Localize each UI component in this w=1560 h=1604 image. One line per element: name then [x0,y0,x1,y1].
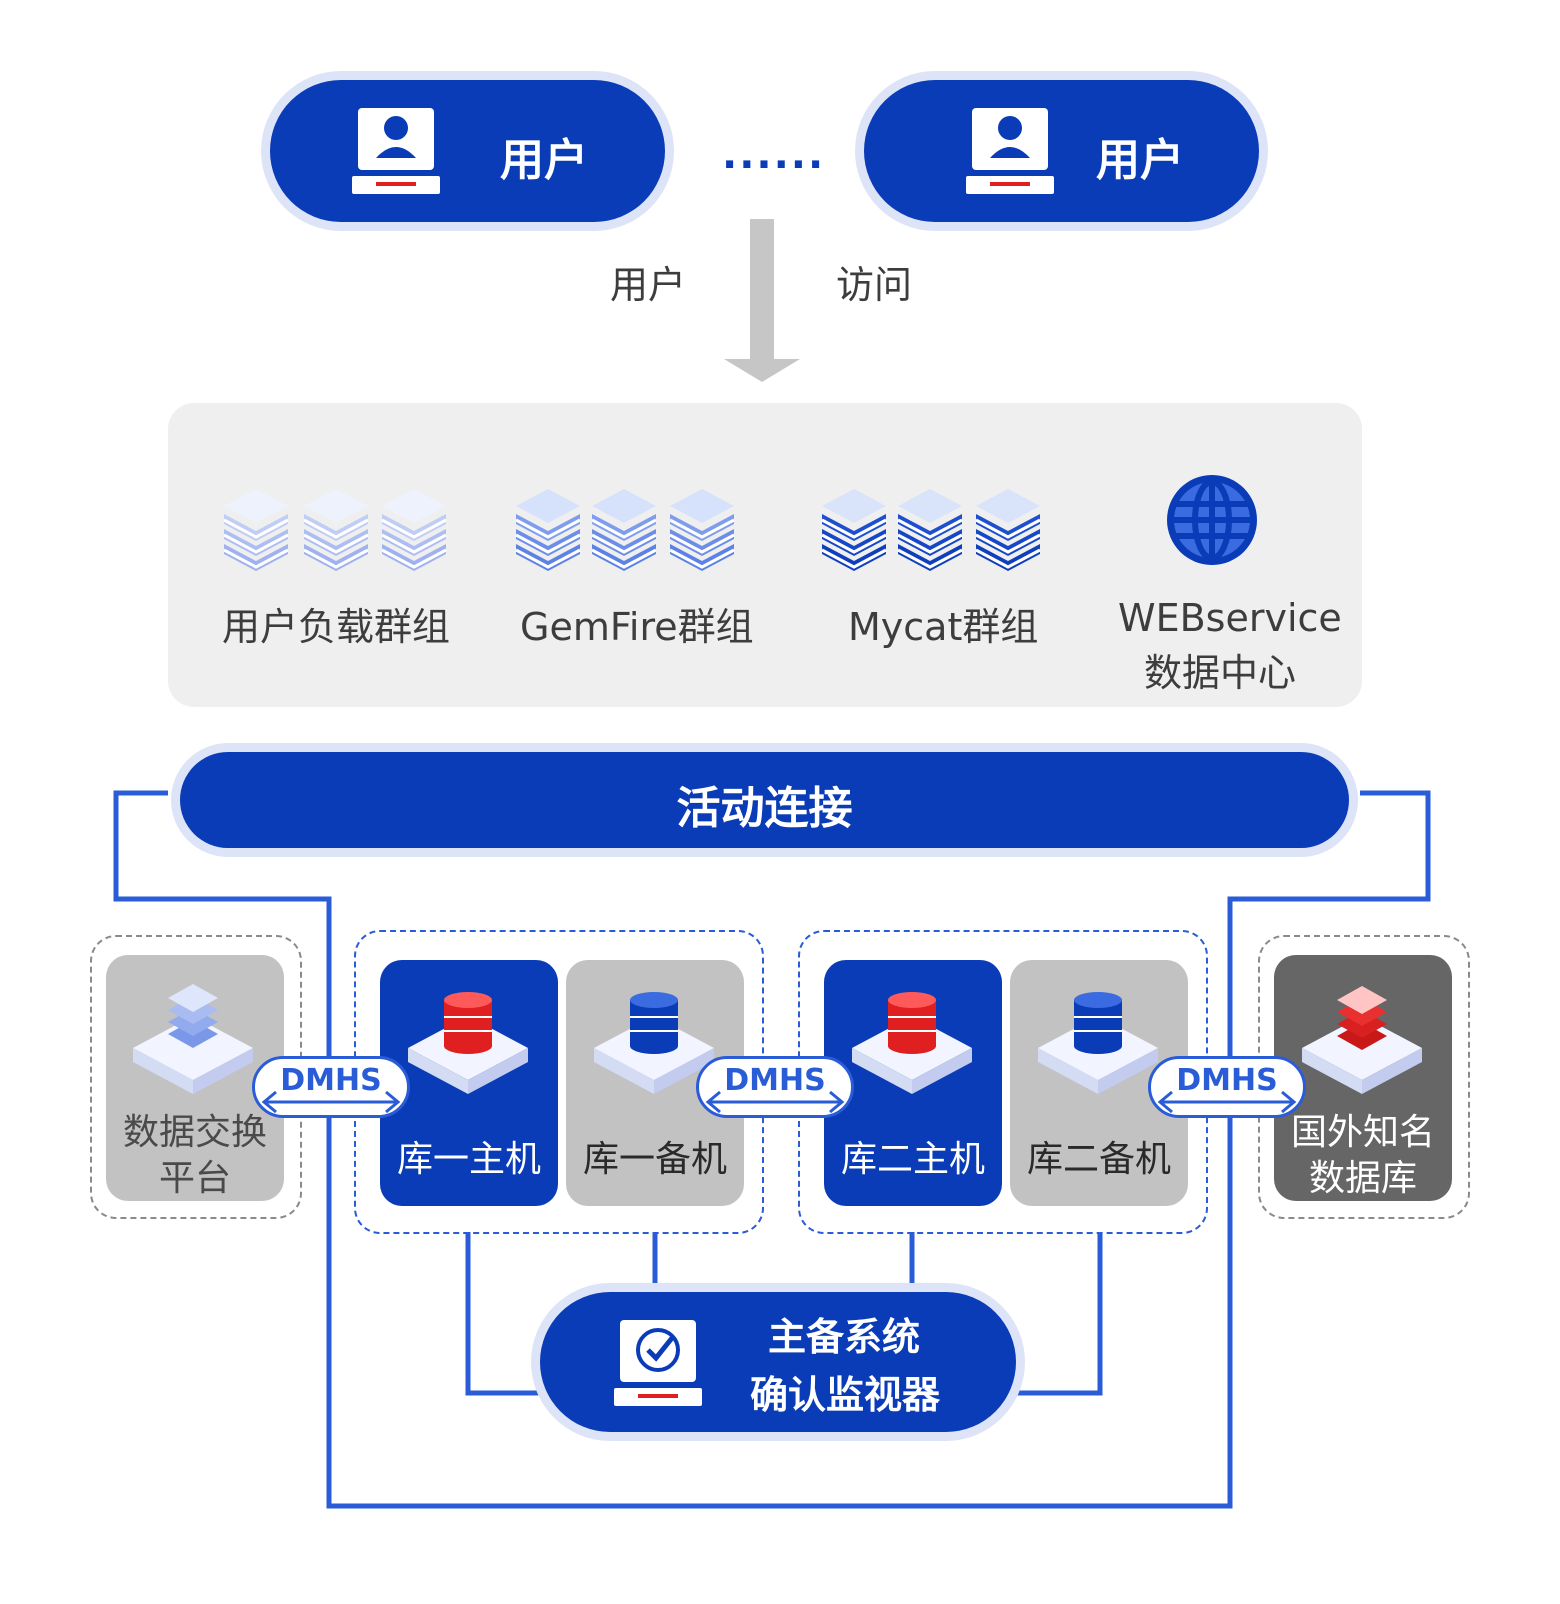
foreign-database-label-line1: 国外知名 [1290,1112,1435,1153]
cluster-label-datacenter: 数据中心 [1144,651,1297,695]
user-terminal-icon [352,108,440,194]
db1-primary-label: 库一主机 [396,1139,541,1180]
active-connection-bar[interactable]: 活动连接 [180,752,1349,848]
cluster-label-gemfire: GemFire群组 [520,605,754,649]
database-red-icon [888,992,936,1054]
stack-layers-icon [669,489,735,571]
access-text-right: 访问 [836,263,913,307]
user-label-right: 用户 [1096,135,1184,186]
outer-connection-line [113,790,1431,1509]
stack-layers-icon [821,489,887,571]
user-terminal-icon [966,108,1054,194]
cluster-label-user-load: 用户负载群组 [222,605,451,649]
foreign-stack-icon [1337,986,1387,1050]
foreign-database-label-line2: 数据库 [1308,1158,1417,1199]
monitor-pill[interactable]: 主备系统 确认监视器 [540,1292,1016,1432]
cluster-panel [168,403,1362,707]
database-blue-icon [630,992,678,1054]
platform-icon [1302,1016,1422,1094]
monitor-connection-line-right [1010,1232,1103,1396]
access-text-left: 用户 [610,263,687,307]
access-arrow-head [724,359,800,382]
stack-layers-icon [381,489,447,571]
cluster-label-mycat: Mycat群组 [848,605,1039,649]
dmhs-link-left[interactable]: DMHS [252,1056,410,1118]
monitor-label-line1: 主备系统 [768,1315,921,1359]
stack-layers-icon [303,489,369,571]
db2-backup-label: 库二备机 [1026,1139,1171,1180]
access-arrow-shaft [750,219,774,359]
platform-icon [133,1016,253,1094]
stack-layers-icon [515,489,581,571]
checkmark-monitor-icon [614,1320,702,1406]
database-blue-icon [1074,992,1122,1054]
stack-layers-icon [591,489,657,571]
monitor-connection-line-left [465,1232,545,1396]
db2-primary-label: 库二主机 [840,1139,985,1180]
user-label-left: 用户 [500,135,588,186]
globe-icon[interactable] [1162,470,1262,570]
dmhs-label: DMHS [1176,1063,1278,1098]
stack-layers-icon [223,489,289,571]
dmhs-link-right[interactable]: DMHS [1148,1056,1306,1118]
stack-layers-icon [897,489,963,571]
dmhs-label: DMHS [280,1063,382,1098]
dmhs-label: DMHS [724,1063,826,1098]
users-separator: ...... [722,132,826,178]
monitor-label-line2: 确认监视器 [750,1373,941,1417]
double-arrow-icon [261,1090,401,1114]
dmhs-link-middle[interactable]: DMHS [696,1056,854,1118]
exchange-stack-icon [168,984,218,1048]
database-red-icon [444,992,492,1054]
double-arrow-icon [705,1090,845,1114]
user-pill-right[interactable]: 用户 [864,80,1259,222]
active-connection-label: 活动连接 [676,783,853,834]
exchange-platform-label-line1: 数据交换 [122,1112,267,1153]
double-arrow-icon [1157,1090,1297,1114]
stack-layers-icon [975,489,1041,571]
exchange-platform-label-line2: 平台 [158,1158,231,1199]
cluster-label-webservice: WEBservice [1118,596,1342,640]
user-pill-left[interactable]: 用户 [270,80,665,222]
db1-backup-label: 库一备机 [582,1139,727,1180]
